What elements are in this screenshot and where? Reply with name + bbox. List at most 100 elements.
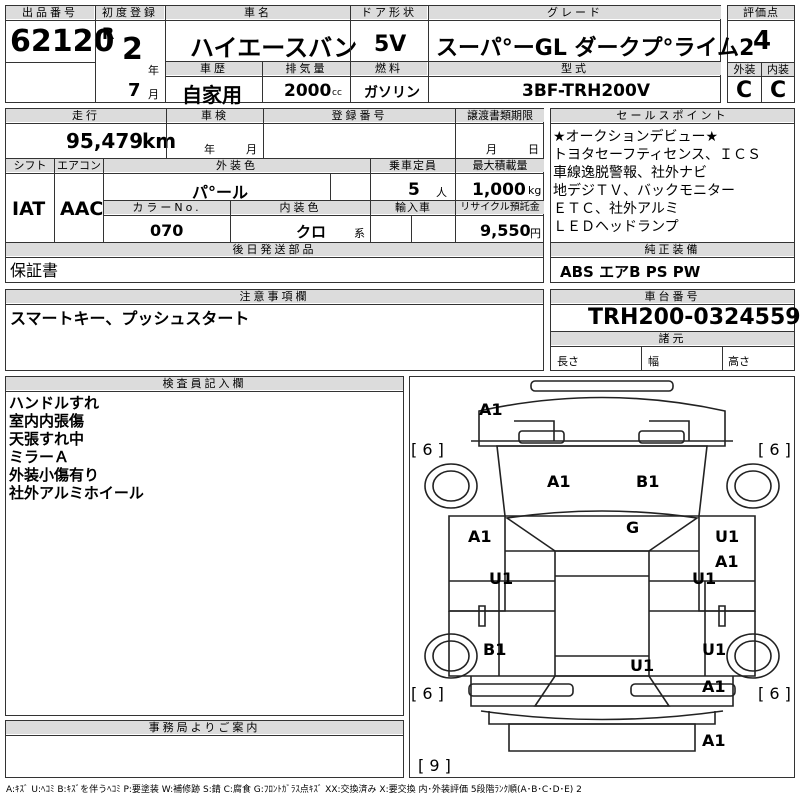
score: 4 xyxy=(753,26,772,56)
transfer-label: 譲渡書類期限 xyxy=(456,109,544,122)
mileage-label: 走行 xyxy=(6,109,166,122)
inspector-label: 検査員記入欄 xyxy=(6,377,403,390)
inspector-line-1: ハンドルすれ xyxy=(9,394,100,412)
sales-line-1: ★オークションデビュー★ xyxy=(553,129,719,145)
grade-label: グレード xyxy=(429,6,721,19)
inspection-month: 月 xyxy=(246,143,257,156)
sales-line-4: 地デジＴＶ、バックモニター xyxy=(553,183,735,199)
mark-u1-right-mid: U1 xyxy=(692,569,717,588)
car-outline xyxy=(424,380,780,752)
displacement: 2000 xyxy=(284,81,332,101)
tire-front-left: [ 6 ] xyxy=(411,440,444,459)
spec-height: 高さ xyxy=(728,355,750,368)
displacement-unit: cc xyxy=(332,88,342,98)
spec-width: 幅 xyxy=(648,355,659,368)
interior-grade: C xyxy=(770,78,787,103)
sales-block xyxy=(550,108,795,283)
exterior-grade: C xyxy=(736,78,753,103)
mark-b1-hood-right: B1 xyxy=(636,472,660,491)
notes-block xyxy=(5,289,544,371)
capacity-unit: 人 xyxy=(436,186,447,199)
history: 自家用 xyxy=(182,83,242,107)
sales-line-5: ＥＴＣ、社外アルミ xyxy=(553,201,679,217)
inspector-line-6: 社外アルミホイール xyxy=(9,484,144,502)
inspector-line-3: 天張すれ中 xyxy=(9,430,85,448)
reg-no-label: 登録番号 xyxy=(264,109,455,122)
tire-spare: [ 9 ] xyxy=(418,756,451,775)
car-name-label: 車名 xyxy=(166,6,350,19)
transfer-day: 日 xyxy=(528,143,539,156)
notes: スマートキー、プッシュスタート xyxy=(10,309,250,328)
sales-label: セールスポイント xyxy=(551,109,794,122)
mark-a1-left-front: A1 xyxy=(468,527,492,546)
door-type: 5V xyxy=(374,32,407,57)
reg-year: 2 xyxy=(122,32,143,67)
mark-u1-right-front: U1 xyxy=(715,527,740,546)
shift-label: シフト xyxy=(6,159,54,172)
sales-line-6: ＬＥＤヘッドランプ xyxy=(553,219,679,235)
reg-month: 7 xyxy=(128,80,141,101)
chassis-number: TRH200-0324559 xyxy=(588,305,800,330)
sales-line-3: 車線逸脱警報、社外ナビ xyxy=(553,165,707,181)
int-color-unit: 系 xyxy=(354,227,365,240)
spec-label: 諸元 xyxy=(551,332,794,345)
load-unit: kg xyxy=(528,184,542,197)
lot-label: 出品番号 xyxy=(6,6,94,19)
inspector-block xyxy=(5,376,404,716)
sales-line-2: トヨタセーフティセンス、ＩＣＳ xyxy=(553,147,762,163)
details-block xyxy=(5,108,544,283)
notes-label: 注意事項欄 xyxy=(6,290,543,303)
shift: IAT xyxy=(12,198,46,220)
legend: A:ｷｽﾞ U:ﾍｺﾐ B:ｷｽﾞを伴うﾍｺﾐ P:要塗装 W:補修跡 S:錆 … xyxy=(6,785,582,795)
spec-length: 長さ xyxy=(557,355,579,368)
model-label: 型式 xyxy=(429,62,721,75)
tire-front-right: [ 6 ] xyxy=(758,440,791,459)
color-no: 070 xyxy=(150,221,184,240)
chassis-label: 車台番号 xyxy=(551,290,794,303)
tire-rear-left: [ 6 ] xyxy=(411,684,444,703)
import-label: 輸入車 xyxy=(371,201,455,214)
inspector-line-2: 室内内張傷 xyxy=(9,412,85,430)
options-label: 純正装備 xyxy=(551,243,794,256)
chassis-block xyxy=(550,289,795,371)
reg-month-unit: 月 xyxy=(148,88,159,101)
inspection-year: 年 xyxy=(204,143,215,156)
inspector-line-4: ミラーＡ xyxy=(9,448,70,466)
model: 3BF-TRH200V xyxy=(522,81,650,101)
reg-year-unit: 年 xyxy=(148,64,159,77)
load: 1,000 xyxy=(472,180,526,200)
load-label: 最大積載量 xyxy=(456,159,544,172)
mark-a1-top-left: A1 xyxy=(479,400,503,419)
mark-a1-right-front: A1 xyxy=(715,552,739,571)
tire-rear-right: [ 6 ] xyxy=(758,684,791,703)
lot-number: 62120 xyxy=(10,24,115,59)
mark-u1-roof-rear: U1 xyxy=(630,656,655,675)
displacement-label: 排気量 xyxy=(263,62,350,75)
mark-a1-right-rear: A1 xyxy=(702,677,726,696)
mark-u1-right-rear: U1 xyxy=(702,640,727,659)
car-name: ハイエースバン xyxy=(190,34,358,62)
interior-label: 内装 xyxy=(762,63,794,76)
fuel-label: 燃料 xyxy=(351,62,427,75)
damage-diagram xyxy=(409,376,795,778)
grade: スーパ°ーGL ダークプ°ライム2 xyxy=(436,36,755,61)
mark-a1-hood-left: A1 xyxy=(547,472,571,491)
later-label: 後日発送部品 xyxy=(6,243,543,256)
door-label: ドア形状 xyxy=(351,6,427,19)
later-parts: 保証書 xyxy=(10,261,59,280)
mark-b1-left-rear: B1 xyxy=(483,640,507,659)
inspection-label: 車検 xyxy=(167,109,263,122)
mark-u1-left-mid: U1 xyxy=(489,569,514,588)
int-color: クロ xyxy=(296,223,327,241)
first-reg-label: 初度登録 xyxy=(96,6,164,19)
recycle-label: リサイクル預託金 xyxy=(456,201,544,214)
header-block xyxy=(5,5,721,103)
office-label: 事務局よりご案内 xyxy=(6,721,403,734)
recycle: 9,550 xyxy=(480,221,531,240)
score-label: 評価点 xyxy=(728,6,794,19)
ac: AAC xyxy=(60,198,104,220)
options: ABS エアB PS PW xyxy=(560,263,701,281)
mark-g-windshield: G xyxy=(626,518,640,537)
capacity: 5 xyxy=(408,180,420,200)
recycle-unit: 円 xyxy=(530,227,541,240)
